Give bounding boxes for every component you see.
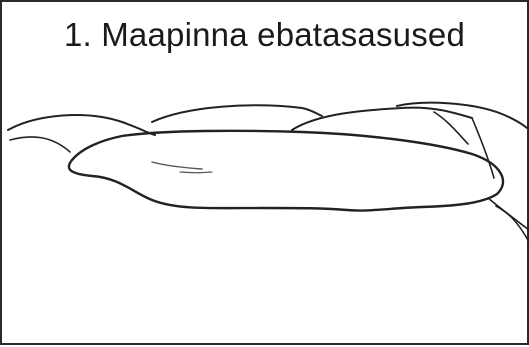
ground-line-right-lower-2 [496, 206, 529, 242]
hill-right-slope [472, 118, 494, 178]
hill-right-ridge [434, 112, 468, 144]
hill-left-base [10, 137, 70, 152]
hill-right-outline [292, 108, 472, 130]
mound-shading-stroke-2 [180, 172, 212, 173]
hill-left-outline [8, 115, 155, 135]
hill-middle-outline [152, 105, 322, 122]
mound-shading-stroke [152, 162, 202, 169]
mound-foreground-outline [69, 131, 503, 211]
